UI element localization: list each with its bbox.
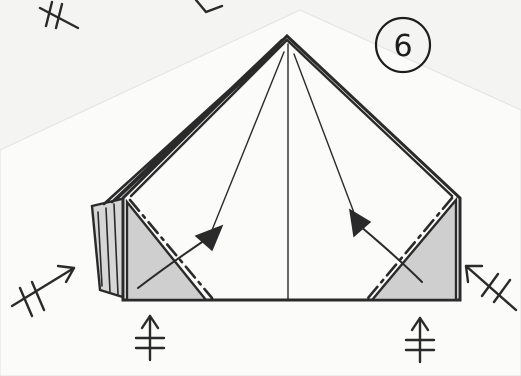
step-number-circle: 6 <box>376 18 430 72</box>
previous-step-arrow-fragment <box>40 0 222 28</box>
step-number: 6 <box>393 29 412 64</box>
